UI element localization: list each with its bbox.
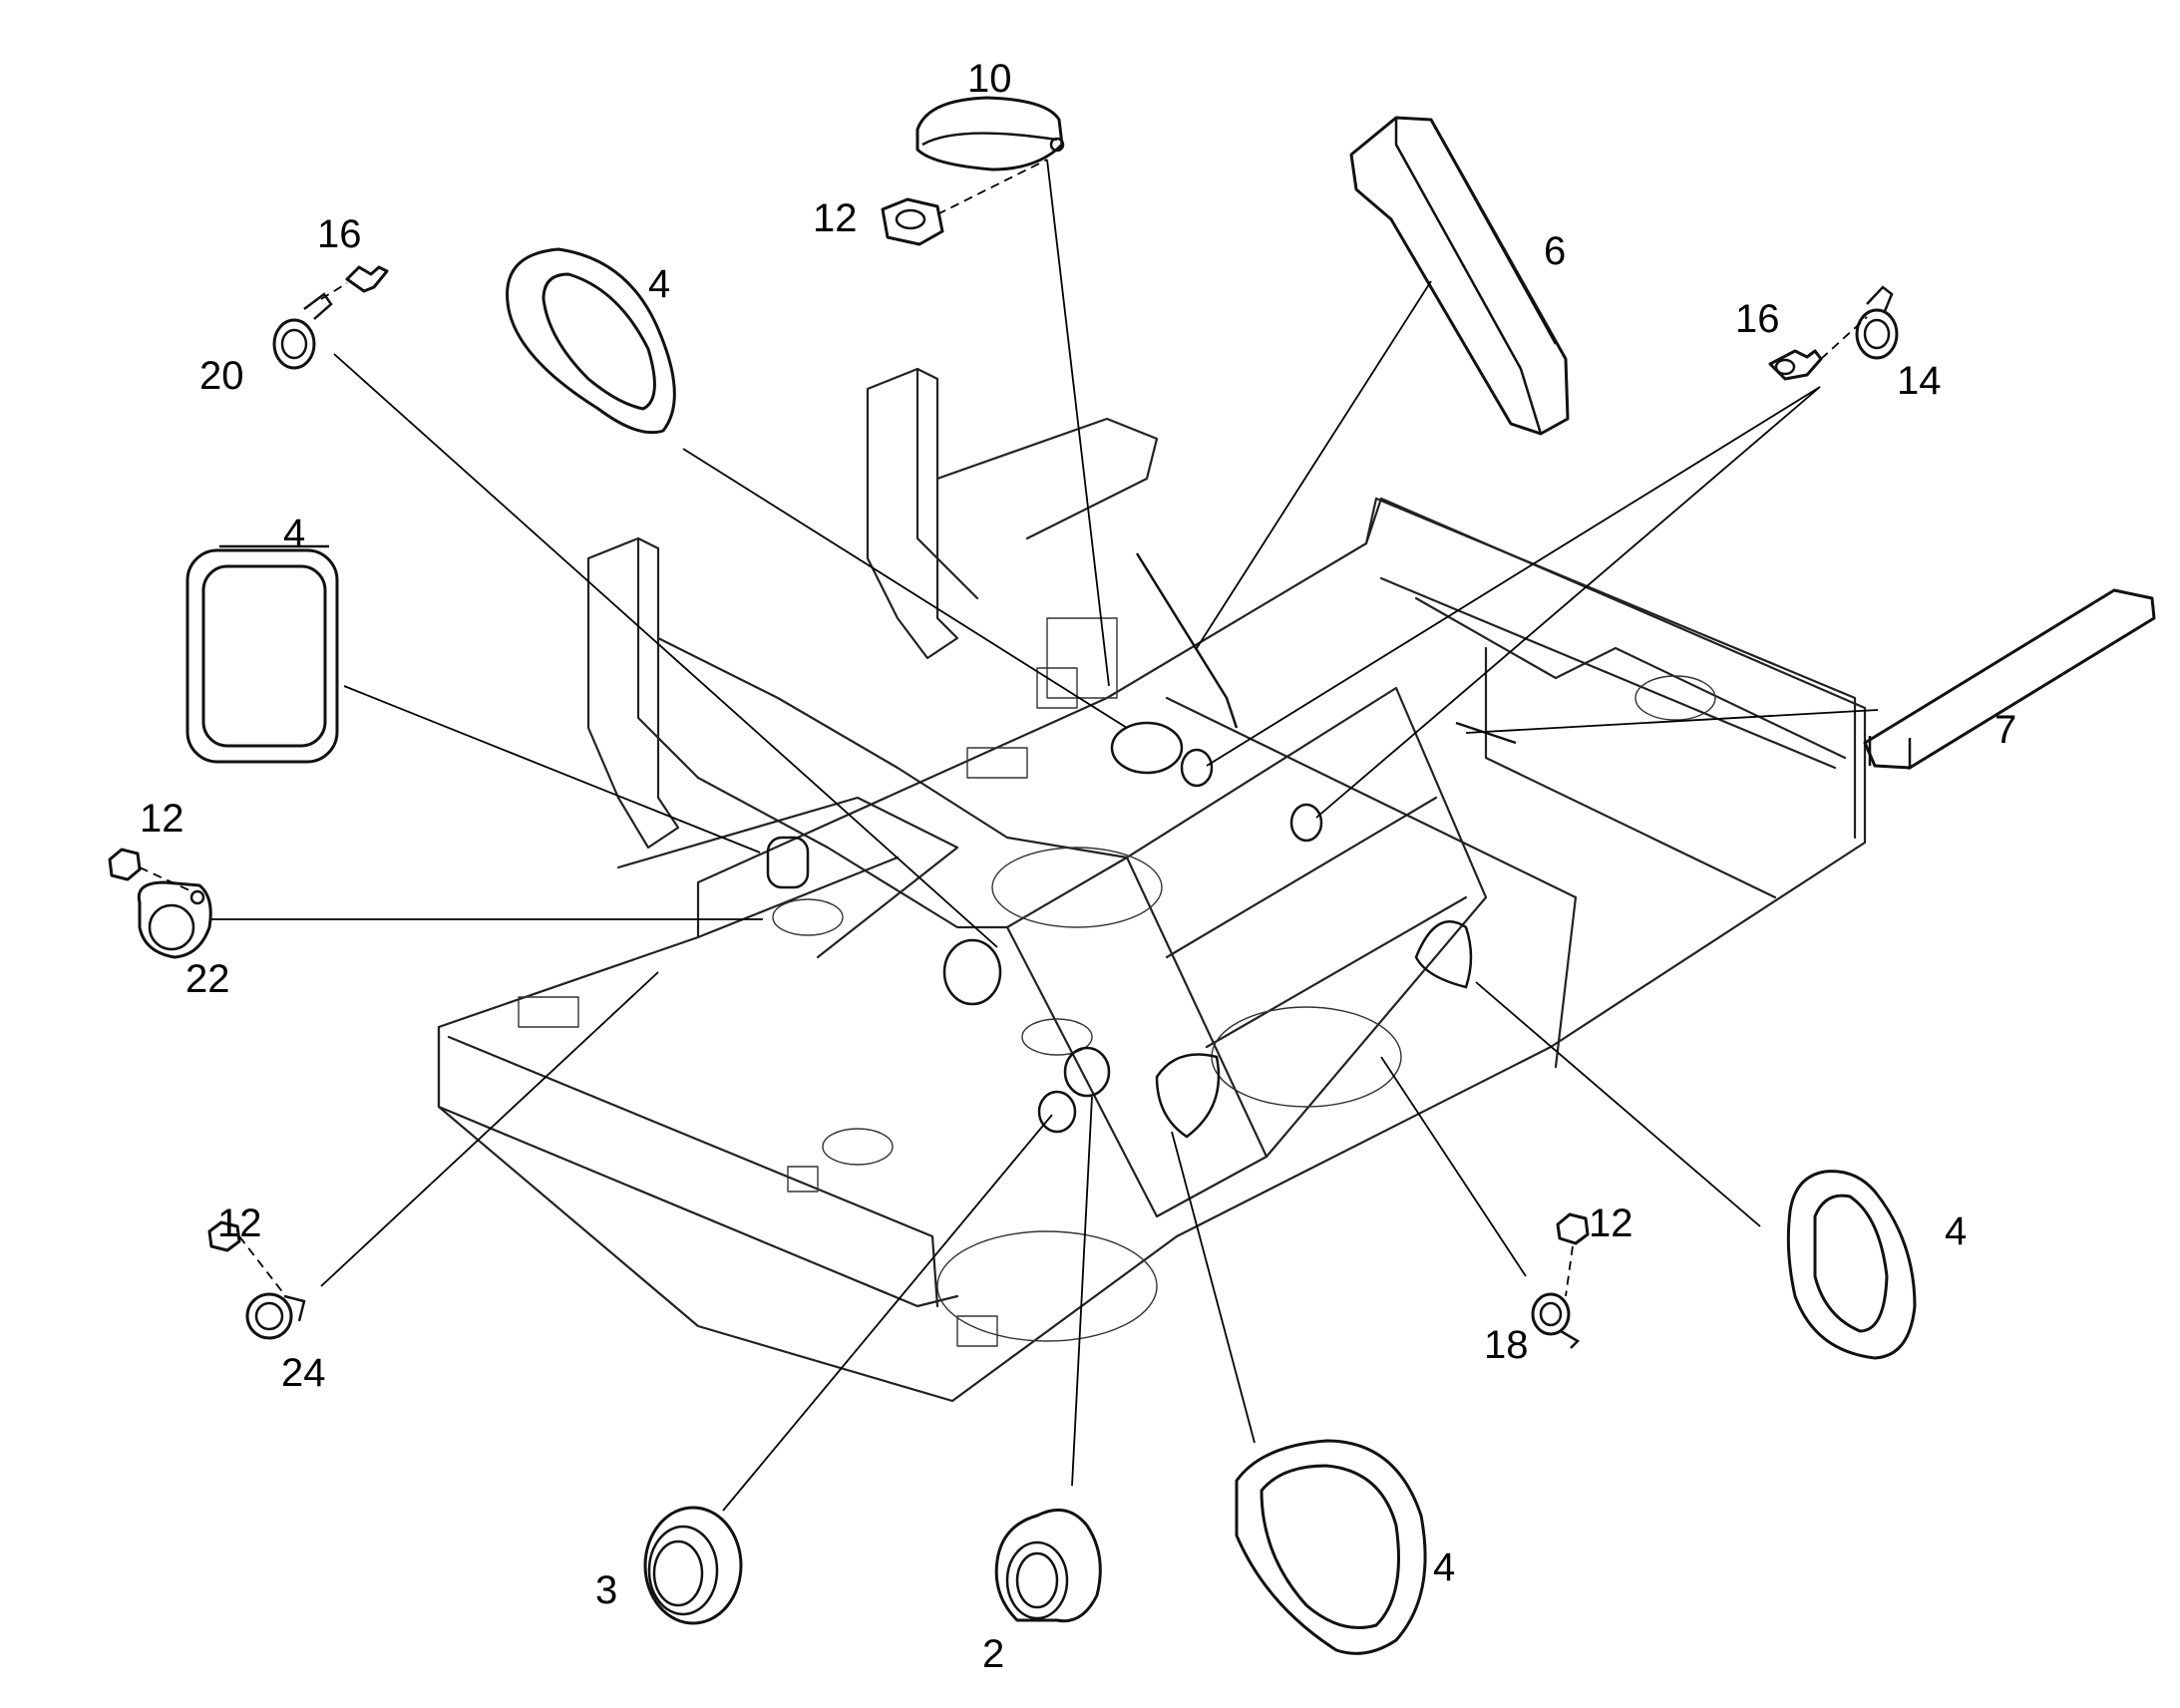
label-4-right: 4 (1945, 1209, 1967, 1253)
part-4-gasket-right (1786, 1170, 1917, 1360)
label-4-bottom: 4 (1433, 1545, 1455, 1589)
part-14-clamp (1855, 285, 1899, 360)
label-12-top: 12 (813, 196, 858, 240)
label-12-bottomleft: 12 (217, 1201, 262, 1245)
label-4-topleft: 4 (648, 262, 670, 306)
label-7: 7 (1995, 708, 2016, 752)
part-16-screw-right (1768, 349, 1823, 381)
label-3: 3 (595, 1568, 617, 1612)
part-3-grommet (643, 1506, 743, 1625)
part-4-gasket-left (185, 544, 339, 764)
part-4-gasket-bottom (1235, 1439, 1427, 1655)
label-4-left: 4 (283, 512, 305, 555)
label-14: 14 (1897, 359, 1942, 403)
leader-lines (139, 159, 1879, 1512)
label-20: 20 (199, 354, 244, 398)
part-24-clamp (245, 1292, 306, 1340)
part-10-strap-clamp (915, 96, 1065, 171)
label-12-right: 12 (1589, 1201, 1634, 1245)
label-12-left: 12 (140, 797, 184, 841)
label-16-right: 16 (1735, 297, 1780, 341)
label-6: 6 (1544, 229, 1566, 273)
part-7-channel-strip (1863, 588, 2156, 771)
undercarriage-frame (437, 367, 1867, 1403)
callout-labels: 10 12 6 16 20 4 16 14 4 7 12 22 12 24 12… (140, 57, 2016, 1676)
part-6-edge-channel (1349, 116, 1570, 436)
part-2-sleeve (994, 1508, 1102, 1623)
part-18-clamp (1531, 1292, 1581, 1349)
label-24: 24 (281, 1351, 326, 1395)
label-2: 2 (982, 1632, 1004, 1676)
part-12-nut-left (108, 848, 142, 881)
label-22: 22 (185, 957, 230, 1001)
part-12-nut-top (881, 197, 944, 246)
part-12-nut-right (1556, 1212, 1590, 1245)
label-18: 18 (1484, 1323, 1529, 1367)
part-4-gasket-topleft (506, 247, 676, 435)
part-12-nut-bottomleft (207, 1220, 241, 1252)
part-16-screw-left (345, 265, 389, 293)
label-16-left: 16 (317, 212, 362, 256)
part-22-clamp (137, 880, 212, 959)
label-10: 10 (967, 57, 1012, 101)
part-20-clamp (272, 292, 333, 370)
